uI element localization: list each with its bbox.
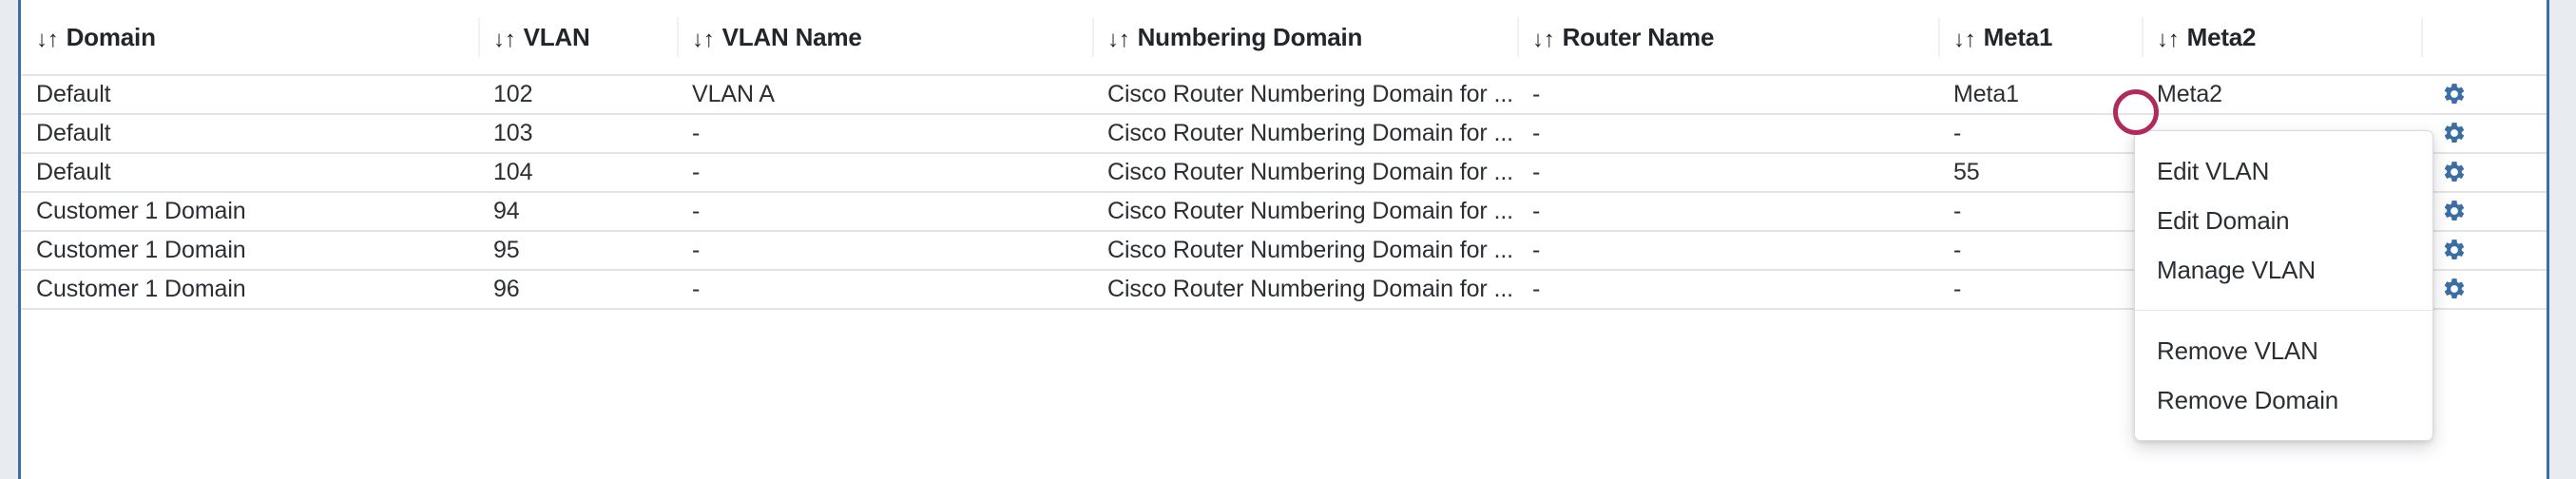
sort-updown-icon: ↓↑ (692, 26, 715, 52)
column-header-numbering-domain[interactable]: ↓↑ Numbering Domain (1092, 0, 1517, 76)
column-header-vlan[interactable]: ↓↑ VLAN (478, 0, 677, 76)
cell-router-name: - (1517, 192, 1938, 232)
cell-vlan-name: - (677, 270, 1092, 310)
sort-updown-icon: ↓↑ (1532, 26, 1555, 52)
cell-domain: Default (21, 153, 478, 193)
column-header-vlan-name-label: VLAN Name (721, 22, 862, 51)
cell-vlan-name: - (677, 192, 1092, 232)
cell-actions (2421, 153, 2547, 193)
cell-meta1: - (1938, 231, 2142, 271)
right-frame-rule (2547, 0, 2549, 479)
gear-icon[interactable] (2436, 154, 2472, 190)
cell-numbering-domain: Cisco Router Numbering Domain for ... (1092, 270, 1517, 310)
table-header-row: ↓↑Domain ↓↑VLAN ↓↑VLAN Name ↓↑Numbering … (21, 0, 2547, 76)
cell-domain: Customer 1 Domain (21, 270, 478, 310)
sort-updown-icon: ↓↑ (1107, 26, 1130, 52)
menu-divider (2135, 310, 2432, 311)
cell-router-name: - (1517, 114, 1938, 154)
cell-vlan: 96 (478, 270, 677, 310)
menu-item-remove-vlan[interactable]: Remove VLAN (2157, 336, 2318, 365)
sort-updown-icon: ↓↑ (36, 26, 59, 52)
column-header-domain[interactable]: ↓↑ Domain (21, 0, 478, 76)
sort-updown-icon: ↓↑ (2157, 26, 2180, 52)
cell-actions (2421, 75, 2547, 115)
gear-icon[interactable] (2436, 193, 2472, 229)
menu-item-edit-vlan[interactable]: Edit VLAN (2157, 157, 2270, 185)
menu-item-manage-vlan[interactable]: Manage VLAN (2157, 256, 2316, 284)
menu-item-remove-domain[interactable]: Remove Domain (2157, 386, 2339, 414)
cell-actions (2421, 231, 2547, 271)
cell-vlan: 103 (478, 114, 677, 154)
left-frame-rule (18, 0, 21, 479)
row-action-menu[interactable]: Edit VLAN Edit Domain Manage VLAN Remove… (2134, 130, 2433, 441)
cell-numbering-domain: Cisco Router Numbering Domain for ... (1092, 75, 1517, 115)
cell-actions (2421, 114, 2547, 154)
cell-router-name: - (1517, 270, 1938, 310)
gear-icon[interactable] (2436, 271, 2472, 307)
cell-vlan: 95 (478, 231, 677, 271)
cell-meta1: - (1938, 270, 2142, 310)
menu-group-remove: Remove VLAN Remove Domain (2135, 326, 2432, 425)
column-header-meta2-label: Meta2 (2186, 22, 2257, 51)
column-header-meta1-label: Meta1 (1983, 22, 2053, 51)
cell-numbering-domain: Cisco Router Numbering Domain for ... (1092, 192, 1517, 232)
column-header-router-name[interactable]: ↓↑ Router Name (1517, 0, 1938, 76)
table-header: ↓↑Domain ↓↑VLAN ↓↑VLAN Name ↓↑Numbering … (21, 0, 2547, 76)
cell-domain: Customer 1 Domain (21, 231, 478, 271)
cell-domain: Default (21, 75, 478, 115)
cell-domain: Default (21, 114, 478, 154)
cell-vlan: 94 (478, 192, 677, 232)
cell-vlan-name: - (677, 231, 1092, 271)
column-header-actions (2421, 0, 2547, 76)
cell-router-name: - (1517, 75, 1938, 115)
table-viewport: ↓↑Domain ↓↑VLAN ↓↑VLAN Name ↓↑Numbering … (21, 0, 2547, 479)
column-header-router-name-label: Router Name (1562, 22, 1715, 51)
column-header-meta2[interactable]: ↓↑Meta2 (2142, 0, 2421, 76)
column-header-domain-label: Domain (66, 22, 156, 51)
sort-updown-icon: ↓↑ (493, 26, 516, 52)
cell-actions (2421, 270, 2547, 310)
vlan-table: ↓↑Domain ↓↑VLAN ↓↑VLAN Name ↓↑Numbering … (21, 0, 2547, 310)
cell-numbering-domain: Cisco Router Numbering Domain for ... (1092, 114, 1517, 154)
cell-meta1: 55 (1938, 153, 2142, 193)
cell-numbering-domain: Cisco Router Numbering Domain for ... (1092, 231, 1517, 271)
cell-router-name: - (1517, 231, 1938, 271)
gear-icon[interactable] (2436, 115, 2472, 151)
cell-vlan: 104 (478, 153, 677, 193)
cell-meta1: - (1938, 114, 2142, 154)
menu-item-edit-domain[interactable]: Edit Domain (2157, 206, 2290, 235)
cell-domain: Customer 1 Domain (21, 192, 478, 232)
cell-router-name: - (1517, 153, 1938, 193)
cell-vlan: 102 (478, 75, 677, 115)
cell-vlan-name: - (677, 153, 1092, 193)
menu-group-edit: Edit VLAN Edit Domain Manage VLAN (2135, 146, 2432, 295)
column-header-vlan-label: VLAN (523, 22, 590, 51)
cell-vlan-name: - (677, 114, 1092, 154)
column-header-vlan-name[interactable]: ↓↑VLAN Name (677, 0, 1092, 76)
cell-meta1: - (1938, 192, 2142, 232)
gear-icon[interactable] (2436, 232, 2472, 268)
column-header-meta1[interactable]: ↓↑ Meta1 (1938, 0, 2142, 76)
cell-numbering-domain: Cisco Router Numbering Domain for ... (1092, 153, 1517, 193)
cell-actions (2421, 192, 2547, 232)
cell-meta1: Meta1 (1938, 75, 2142, 115)
sort-updown-icon: ↓↑ (1953, 26, 1976, 52)
cell-meta2: Meta2 (2142, 75, 2421, 115)
column-header-numbering-domain-label: Numbering Domain (1137, 22, 1363, 51)
gear-icon[interactable] (2436, 76, 2472, 112)
cell-vlan-name: VLAN A (677, 75, 1092, 115)
